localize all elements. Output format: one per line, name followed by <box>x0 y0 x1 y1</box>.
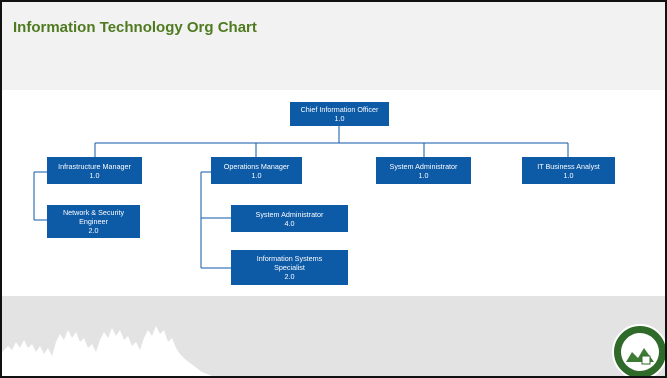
org-box-system-administrator-4: System Administrator 4.0 <box>231 205 348 232</box>
org-box-title-line1: Network & Security <box>62 208 125 217</box>
slide-title: Information Technology Org Chart <box>13 19 257 36</box>
org-box-network-security-engineer: Network & Security Engineer 2.0 <box>47 205 140 238</box>
title-band: Information Technology Org Chart <box>2 2 665 90</box>
org-box-cio: Chief Information Officer 1.0 <box>290 102 389 126</box>
org-box-fte: 4.0 <box>284 218 295 228</box>
tree-silhouette-icon <box>2 326 212 376</box>
org-box-title-line2: Engineer <box>79 217 108 226</box>
org-box-fte: 2.0 <box>284 272 295 281</box>
org-box-infrastructure-manager: Infrastructure Manager 1.0 <box>47 157 142 184</box>
org-box-title: System Administrator <box>255 209 324 219</box>
org-box-fte: 2.0 <box>88 226 99 235</box>
org-box-title: Operations Manager <box>223 161 290 171</box>
org-box-fte: 1.0 <box>251 170 262 180</box>
org-box-title: System Administrator <box>389 161 458 171</box>
org-box-operations-manager: Operations Manager 1.0 <box>211 157 302 184</box>
org-box-title: IT Business Analyst <box>537 161 600 171</box>
org-box-it-business-analyst: IT Business Analyst 1.0 <box>522 157 615 184</box>
org-box-system-administrator: System Administrator 1.0 <box>376 157 471 184</box>
city-seal-icon <box>612 324 665 376</box>
org-box-title: Chief Information Officer <box>300 105 379 114</box>
org-box-title: Infrastructure Manager <box>58 161 131 171</box>
org-box-fte: 1.0 <box>89 170 100 180</box>
org-box-fte: 1.0 <box>334 114 345 123</box>
org-box-title-line2: Specialist <box>274 263 305 272</box>
org-box-fte: 1.0 <box>563 170 574 180</box>
org-box-fte: 1.0 <box>418 170 429 180</box>
org-box-title-line1: Information Systems <box>256 254 323 263</box>
org-box-information-systems-specialist: Information Systems Specialist 2.0 <box>231 250 348 285</box>
